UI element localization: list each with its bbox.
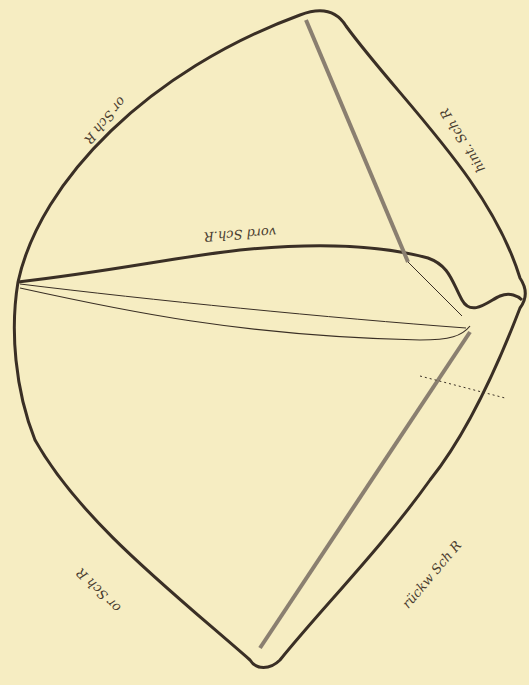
face-label: hint. Sch R (436, 105, 487, 175)
outer-outline (14, 11, 525, 668)
shaded-ridge (260, 332, 470, 648)
shaded-ridge (306, 20, 408, 262)
thin-ridge (408, 262, 462, 316)
dotted-line (420, 376, 505, 398)
thin-edge (20, 284, 466, 328)
face-label: or Sch R (73, 565, 124, 616)
face-label: vord Sch.R (203, 224, 276, 244)
face-label: rückw Sch R (399, 537, 464, 611)
thin-lower-edge (20, 288, 470, 340)
front-edge (18, 246, 522, 308)
